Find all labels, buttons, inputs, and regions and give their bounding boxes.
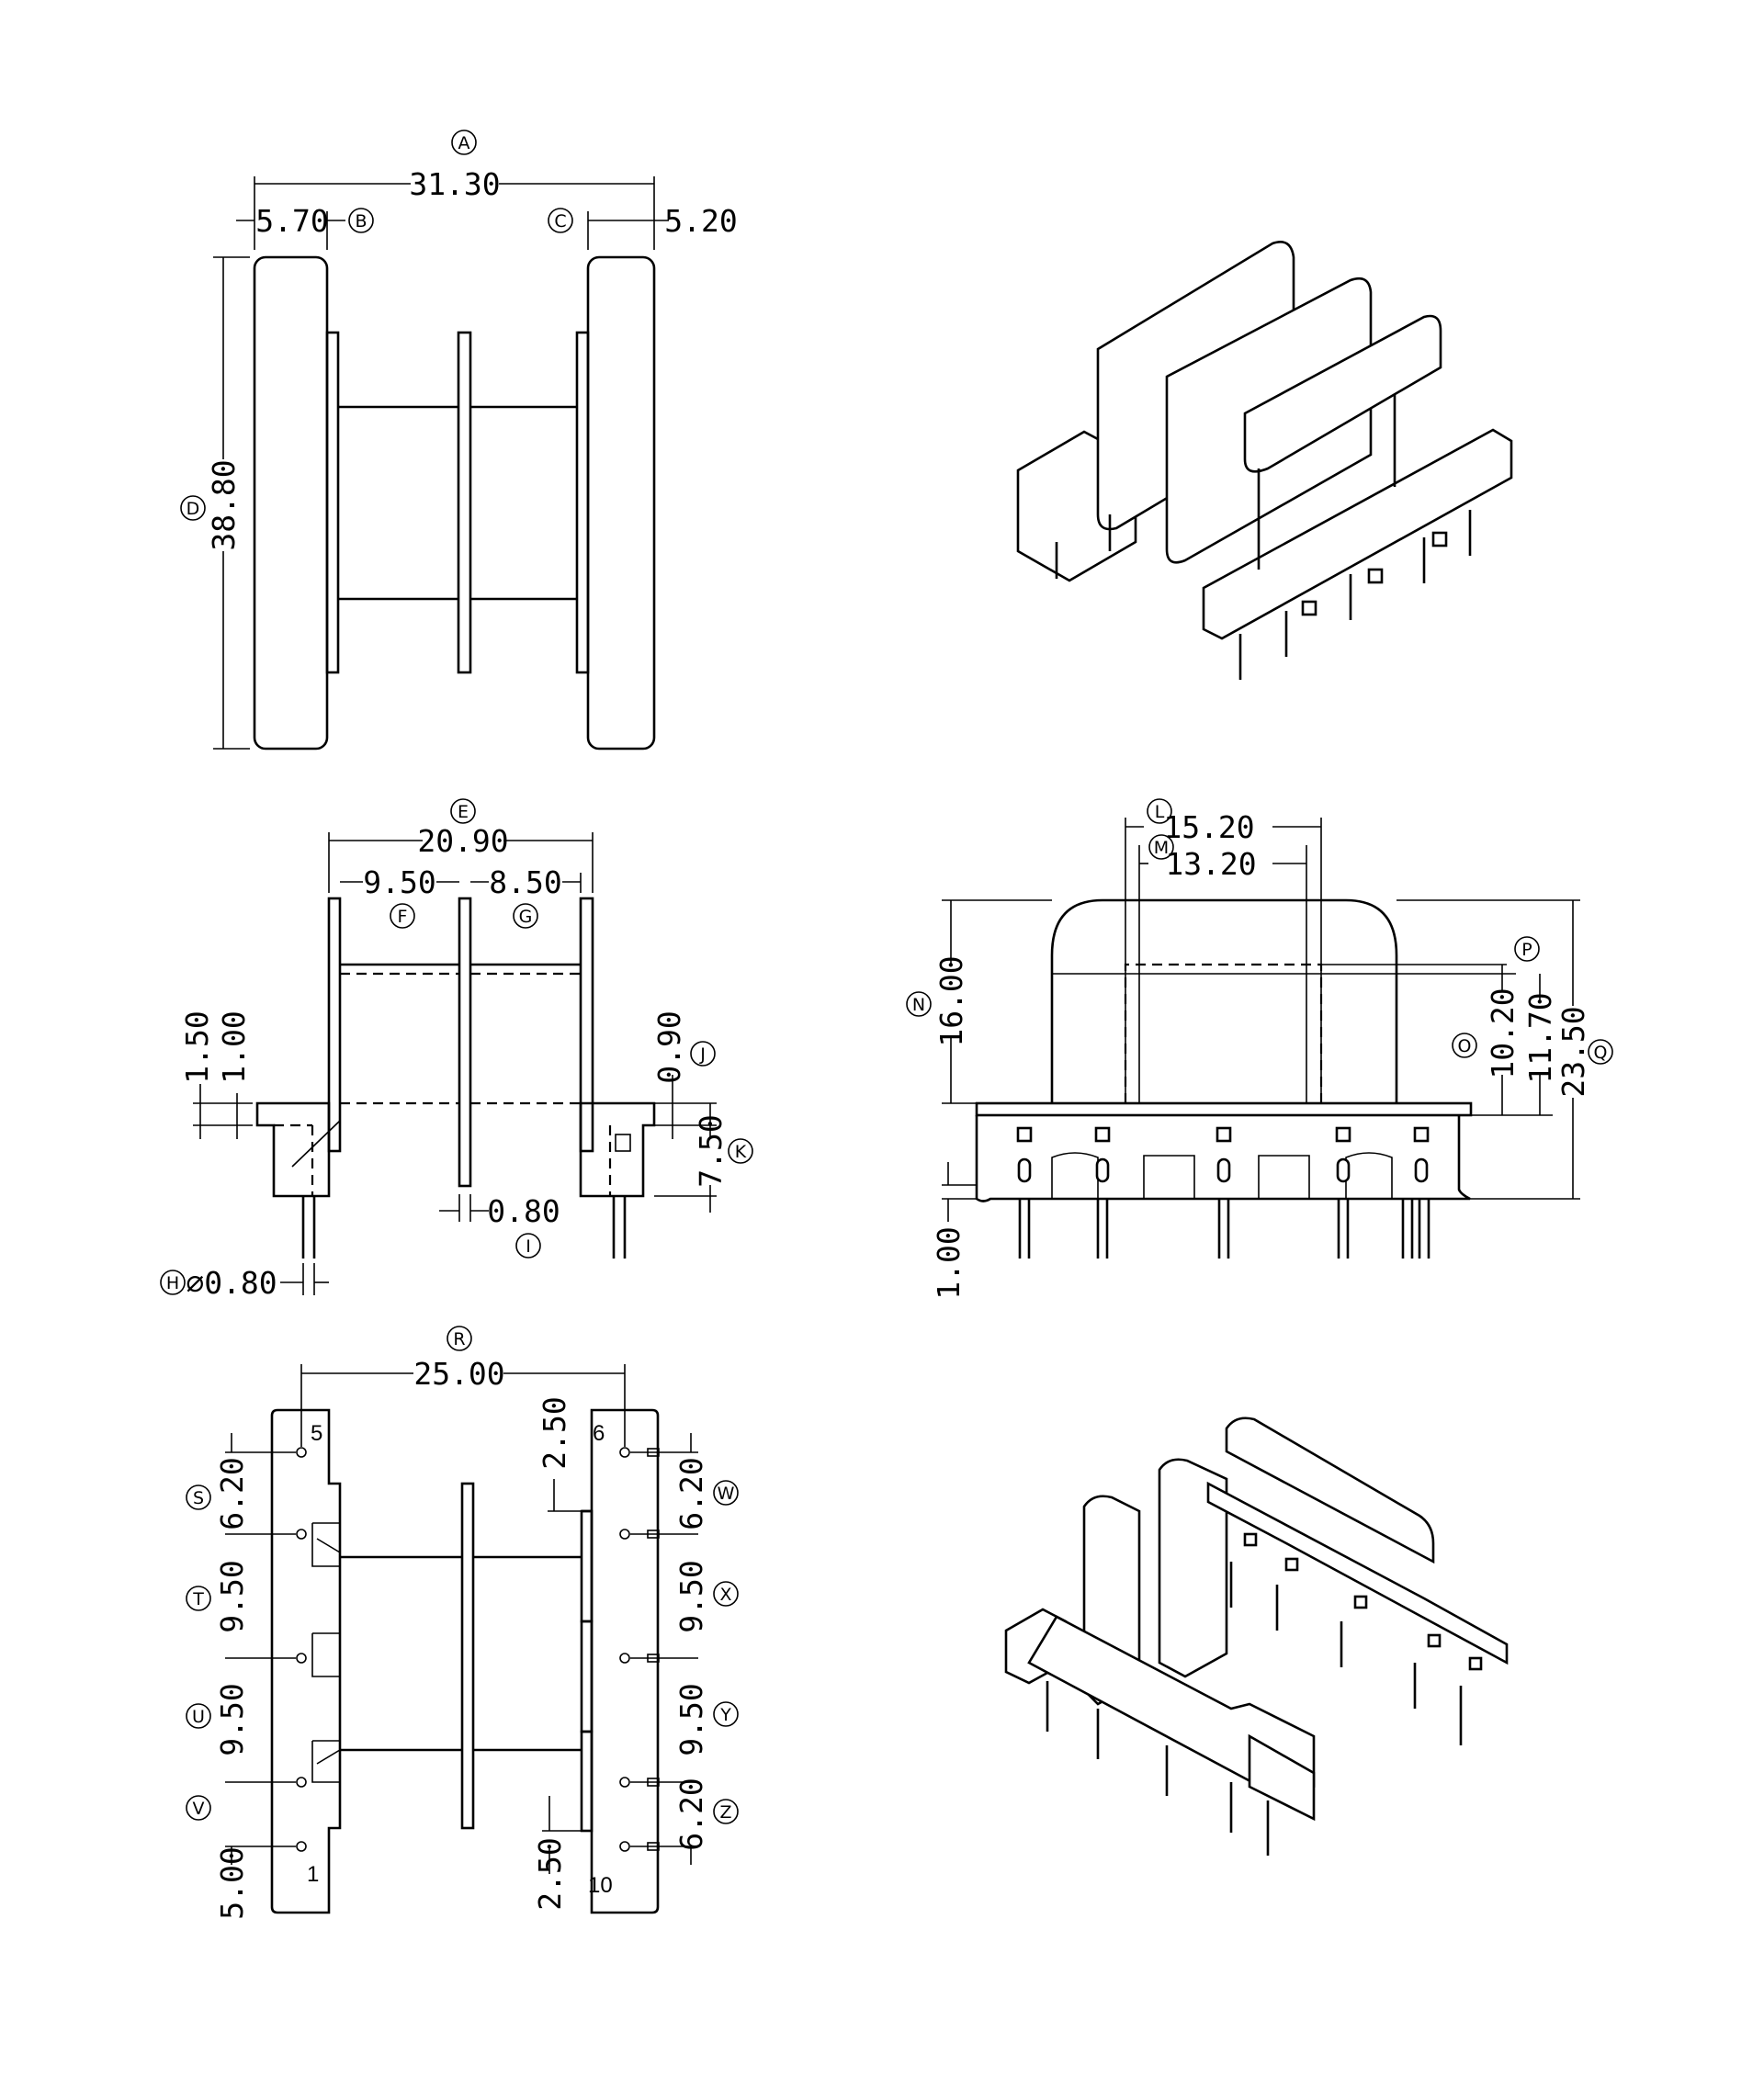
callout-N: N — [912, 995, 925, 1015]
right-flange-outline — [586, 255, 656, 751]
dim-K-value: 7.50 — [693, 1114, 729, 1187]
dim-G-value: 8.50 — [489, 864, 561, 900]
bottom-left-slots — [311, 1522, 341, 1783]
pin-5-label: 5 — [311, 1421, 322, 1446]
front-view: 15.20 L 13.20 M 16.00 N P 10.20 O 11.70 … — [906, 798, 1613, 1300]
left-flange-lip — [325, 331, 340, 674]
callout-Y: Y — [719, 1705, 731, 1725]
center-divider — [457, 331, 472, 674]
front-base-plate — [975, 1101, 1473, 1117]
callout-Z: Z — [719, 1802, 731, 1823]
dim-D-value: 38.80 — [206, 459, 242, 550]
callout-V: V — [193, 1799, 205, 1819]
right-flange-lip — [575, 331, 590, 674]
dim-Z-value: 6.20 — [673, 1778, 709, 1850]
callout-G: G — [519, 907, 533, 927]
top-view: 31.30 A 5.70 B 5.20 C 38.80 D — [180, 130, 738, 751]
dim-W-value: 6.20 — [673, 1457, 709, 1530]
dim-F-value: 9.50 — [363, 864, 435, 900]
callout-B: B — [355, 211, 367, 231]
dim-R-value: 25.00 — [413, 1356, 504, 1392]
pin-1-label: 1 — [307, 1862, 319, 1887]
callout-T: T — [192, 1589, 204, 1609]
dim-H-value: ⌀0.80 — [186, 1265, 277, 1301]
side-right-flange — [579, 897, 594, 1153]
dim-Y-value: 9.50 — [673, 1683, 709, 1755]
callout-U: U — [192, 1707, 205, 1727]
dim-1.00-side-value: 1.00 — [216, 1010, 252, 1083]
dim-L-value: 15.20 — [1163, 809, 1254, 845]
callout-O: O — [1458, 1036, 1472, 1056]
dim-1.00-front-value: 1.00 — [931, 1226, 967, 1299]
callout-I: I — [526, 1236, 531, 1257]
dim-T-value: 9.50 — [214, 1560, 250, 1632]
dim-J-value: 0.90 — [651, 1010, 687, 1083]
isometric-view-top — [1016, 241, 1513, 680]
callout-K: K — [735, 1142, 747, 1162]
front-pins — [1016, 1126, 1430, 1259]
side-left-flange — [327, 897, 342, 1153]
dim-U-value: 9.50 — [214, 1683, 250, 1755]
isometric-view-bottom — [1004, 1417, 1509, 1856]
callout-A-circle — [451, 130, 477, 155]
dim-2.50-top-value: 2.50 — [537, 1396, 572, 1469]
pin-10-label: 10 — [588, 1873, 613, 1898]
side-view: 20.90 E 9.50 F 8.50 G 1.50 1.00 0.90 J 7… — [160, 798, 753, 1301]
dim-C-value: 5.20 — [664, 203, 737, 239]
dim-E-value: 20.90 — [417, 823, 508, 859]
dim-N-value: 16.00 — [933, 955, 969, 1046]
callout-W: W — [718, 1484, 735, 1504]
dim-B-value: 5.70 — [255, 203, 328, 239]
dim-Q-value: 23.50 — [1555, 1006, 1591, 1097]
callout-H: H — [166, 1273, 179, 1293]
dim-11.70-value: 11.70 — [1522, 992, 1558, 1083]
callout-P: P — [1521, 940, 1532, 960]
dim-A-value: 31.30 — [409, 166, 500, 202]
callout-D: D — [187, 499, 200, 519]
callout-F: F — [398, 907, 408, 927]
dim-V-value: 5.00 — [214, 1846, 250, 1919]
callout-A: A — [458, 133, 470, 153]
callout-M: M — [1154, 838, 1169, 858]
dim-O-value: 10.20 — [1485, 988, 1521, 1078]
dim-I-value: 0.80 — [487, 1193, 560, 1229]
callout-R: R — [453, 1329, 465, 1349]
dim-2.50-bottom-value: 2.50 — [532, 1837, 568, 1910]
left-flange-outline — [253, 255, 329, 751]
dim-S-value: 6.20 — [214, 1457, 250, 1530]
bottom-pin-holes — [296, 1447, 660, 1852]
callout-L: L — [1155, 802, 1165, 822]
dim-1.50-value: 1.50 — [179, 1010, 215, 1083]
callout-C: C — [554, 211, 566, 231]
callout-X: X — [719, 1585, 731, 1605]
callout-Q: Q — [1594, 1043, 1608, 1063]
side-center-divider — [458, 897, 472, 1188]
pin-6-label: 6 — [593, 1421, 605, 1446]
callout-J: J — [699, 1044, 706, 1065]
dim-M-value: 13.20 — [1165, 846, 1256, 882]
callout-S: S — [193, 1488, 204, 1508]
callout-E: E — [458, 802, 469, 822]
bottom-view: 5 1 6 10 25.00 R 6.20 S 9.50 T 9.50 U 5.… — [186, 1326, 739, 1920]
dim-X-value: 9.50 — [673, 1560, 709, 1632]
